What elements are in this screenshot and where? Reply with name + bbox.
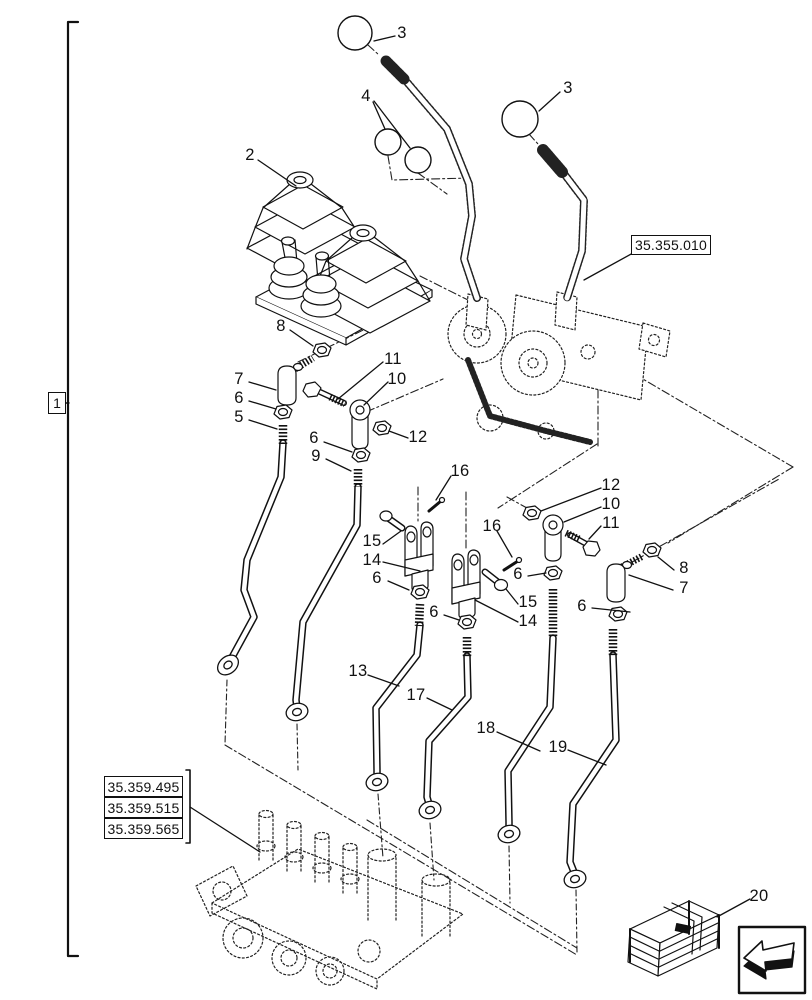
valve-reference-box-1[interactable]: 35.359.495	[104, 776, 183, 797]
assembly-reference-box[interactable]: 35.355.010	[631, 235, 711, 255]
callout-12: 12	[408, 427, 428, 446]
callout-6: 6	[577, 596, 587, 615]
callout-3: 3	[563, 78, 573, 97]
group-label: 1	[53, 395, 61, 411]
knob-3-left	[337, 15, 373, 51]
pin-15-left	[379, 510, 406, 532]
group-label-box: 1	[48, 392, 66, 414]
knob-circles	[337, 15, 539, 174]
shipping-crate	[627, 900, 720, 977]
direction-arrow-icon[interactable]	[737, 925, 807, 995]
cotter-pin-16-right	[502, 556, 523, 572]
callout-16: 16	[450, 461, 470, 480]
cotter-pin-16-left	[427, 496, 446, 513]
callout-15: 15	[362, 531, 382, 550]
link-7-right	[606, 552, 645, 603]
valve-reference-label-3: 35.359.565	[107, 820, 180, 837]
callout-19: 19	[548, 737, 568, 756]
callout-6: 6	[234, 388, 244, 407]
valve-reference-label-1: 35.359.495	[107, 778, 180, 795]
ball-joint-10-left	[349, 399, 371, 450]
control-valve-block-phantom	[195, 809, 464, 990]
callout-13: 13	[348, 661, 368, 680]
callout-6: 6	[372, 568, 382, 587]
callout-10: 10	[387, 369, 407, 388]
callout-7: 7	[234, 369, 244, 388]
callout-4: 4	[361, 86, 371, 105]
button-4-a	[374, 128, 402, 156]
valve-reference-box-3[interactable]: 35.359.565	[104, 818, 183, 839]
callout-10: 10	[601, 494, 621, 513]
ball-joint-10-right	[542, 514, 564, 562]
knob-3-right	[501, 100, 539, 138]
leader-lines	[189, 35, 751, 918]
callout-11: 11	[602, 513, 620, 532]
callout-20: 20	[749, 886, 769, 905]
callout-7: 7	[679, 578, 689, 597]
callout-9: 9	[311, 446, 321, 465]
clevis-14-right	[451, 549, 481, 619]
callout-3: 3	[397, 23, 407, 42]
valve-reference-label-2: 35.359.515	[107, 799, 180, 816]
callout-12: 12	[601, 475, 621, 494]
callout-17: 17	[406, 685, 426, 704]
callout-6: 6	[513, 564, 523, 583]
callout-14: 14	[518, 611, 538, 630]
callout-2: 2	[245, 145, 255, 164]
clevis-14-left	[404, 521, 434, 592]
group-bracket	[65, 20, 80, 958]
link-7-left	[277, 355, 315, 406]
callout-11: 11	[384, 349, 402, 368]
callout-6: 6	[309, 428, 319, 447]
callout-16: 16	[482, 516, 502, 535]
bolt-11-left	[302, 381, 347, 408]
boot-cover-assembly	[246, 171, 433, 346]
bolt-11-right	[564, 529, 601, 557]
callout-18: 18	[476, 718, 496, 737]
callout-15: 15	[518, 592, 538, 611]
callout-6: 6	[429, 602, 439, 621]
lever-valve-assembly-phantom	[447, 291, 671, 445]
linkage-rods	[216, 425, 620, 889]
assembly-reference-label: 35.355.010	[634, 237, 708, 253]
pin-15-right	[481, 568, 509, 592]
callout-14: 14	[362, 550, 382, 569]
eyelet-centerlines	[224, 679, 578, 953]
control-lever-shafts-phantom	[380, 55, 588, 302]
valve-reference-box-2[interactable]: 35.359.515	[104, 797, 183, 818]
reference-boxes-bracket	[185, 769, 191, 844]
button-4-b	[404, 146, 432, 174]
callout-8: 8	[679, 558, 689, 577]
callout-8: 8	[276, 316, 286, 335]
callout-5: 5	[234, 407, 244, 426]
